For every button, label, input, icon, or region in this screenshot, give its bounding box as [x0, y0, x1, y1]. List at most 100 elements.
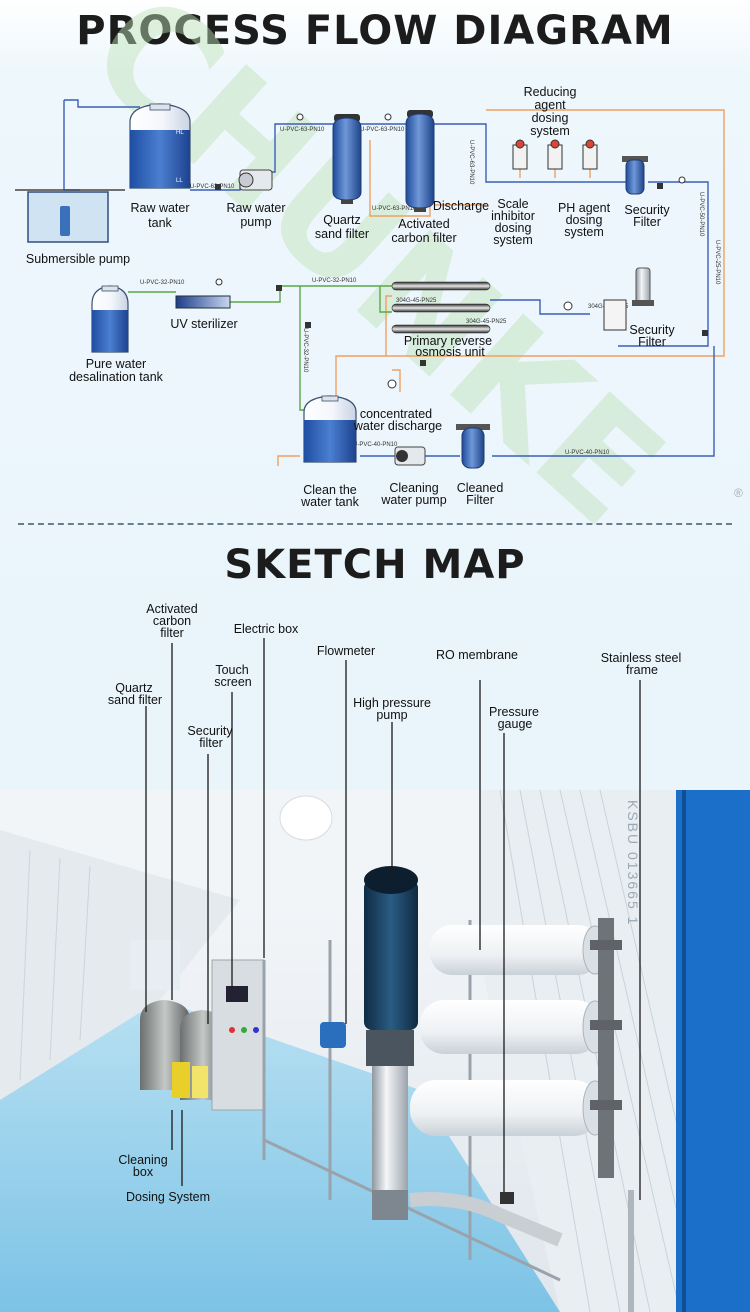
callout-carbon-2: carbon [153, 614, 191, 628]
callout-frame-1: Stainless steel [601, 651, 682, 665]
callout-carbon-1: Activated [146, 602, 197, 616]
label-scale-3: dosing [495, 221, 532, 235]
label-ro-1: Primary reverse [404, 334, 492, 348]
pipe-network [63, 99, 725, 466]
callout-security-1: Security [187, 724, 233, 738]
callout-flowmeter: Flowmeter [317, 644, 375, 658]
pipe-label: U-PVC-25-PN10 [714, 240, 720, 285]
label-security-bottom-1: Security [629, 323, 675, 337]
label-quartz-2: sand filter [315, 227, 369, 241]
callout-touch-1: Touch [215, 663, 248, 677]
label-reducing-1: Reducing [524, 85, 577, 99]
callout-lines [145, 638, 641, 1200]
label-ph-2: dosing [566, 213, 603, 227]
label-cleaning-pump-1: Cleaning [389, 481, 438, 495]
label-raw-water-tank-2: tank [148, 216, 172, 230]
raw-water-tank: HL LL [129, 103, 191, 189]
process-flow-title: PROCESS FLOW DIAGRAM [76, 8, 674, 54]
pipe-label: U-PVC-32-PN10 [302, 328, 308, 373]
submersible-pump [15, 189, 125, 243]
security-filter-top [622, 156, 648, 195]
callout-gauge-2: gauge [498, 717, 533, 731]
label-ph-1: PH agent [558, 201, 611, 215]
callout-frame-2: frame [626, 663, 658, 677]
callout-security-2: filter [199, 736, 223, 750]
label-pure-tank-1: Pure water [86, 357, 146, 371]
label-scale-1: Scale [497, 197, 528, 211]
callout-gauge-1: Pressure [489, 705, 539, 719]
cleaned-filter [456, 424, 490, 469]
callout-pump-2: pump [376, 708, 407, 722]
activated-carbon-filter [405, 110, 435, 212]
callout-pump-1: High pressure [353, 696, 431, 710]
flow-gauge [387, 379, 397, 389]
callout-quartz-2: sand filter [108, 693, 162, 707]
pure-water-tank [91, 285, 129, 353]
pipe-label: U-PVC-50-PN10 [698, 192, 704, 237]
label-ro-2: osmosis unit [415, 345, 485, 359]
container-marking: KSBU 013665 1 [625, 800, 641, 926]
label-reducing-2: agent [534, 98, 566, 112]
dosing-systems [512, 139, 598, 170]
uv-sterilizer [175, 295, 231, 309]
callout-ro-membrane: RO membrane [436, 648, 518, 662]
label-carbon-2: carbon filter [391, 231, 456, 245]
label-submersible-pump: Submersible pump [26, 252, 130, 266]
label-raw-water-pump-1: Raw water [226, 201, 285, 215]
label-security-bottom-2: Filter [638, 335, 666, 349]
ro-membranes [391, 281, 491, 334]
label-clean-tank-1: Clean the [303, 483, 357, 497]
pipe-label: U-PVC-63-PN10 [360, 127, 405, 133]
label-scale-4: system [493, 233, 533, 247]
raw-water-pump [238, 169, 273, 191]
label-raw-water-tank-1: Raw water [130, 201, 189, 215]
label-raw-water-pump-2: pump [240, 215, 271, 229]
label-discharge: Discharge [433, 199, 489, 213]
section-divider [18, 523, 732, 525]
callout-electric-box: Electric box [234, 622, 299, 636]
label-quartz-1: Quartz [323, 213, 361, 227]
level-mark-ll: LL [176, 178, 183, 184]
sketch-callouts: Activated carbon filter Electric box Qua… [108, 602, 681, 1204]
pipe-labels: U-PVC-63-PN10 U-PVC-63-PN10 U-PVC-63-PN1… [140, 127, 720, 456]
registered-mark: ® [734, 486, 743, 500]
diagram-panel [0, 0, 750, 790]
pipe-label: U-PVC-63-PN10 [280, 127, 325, 133]
callout-cleaning-box-2: box [133, 1165, 154, 1179]
callout-cleaning-box-1: Cleaning [118, 1153, 167, 1167]
label-concentrated-2: water discharge [353, 419, 442, 433]
quartz-sand-filter [332, 114, 362, 204]
label-ph-3: system [564, 225, 604, 239]
diagram-labels: Submersible pump Raw water tank Raw wate… [26, 85, 675, 509]
pipe-label: U-PVC-63-PN10 [372, 206, 417, 212]
clean-water-tank [303, 395, 357, 463]
level-mark-hl: HL [176, 130, 184, 136]
label-security-top-2: Filter [633, 215, 661, 229]
pipe-label: U-PVC-63-PN10 [190, 184, 235, 190]
pipe-label: U-PVC-32-PN10 [312, 278, 357, 284]
security-filter-bottom [603, 267, 654, 331]
pipe-label: U-PVC-63-PN10 [468, 140, 474, 185]
label-cleaned-filter-1: Cleaned [457, 481, 504, 495]
label-reducing-3: dosing [532, 111, 569, 125]
callout-quartz-1: Quartz [115, 681, 153, 695]
pipe-label: U-PVC-40-PN10 [353, 442, 398, 448]
pipe-label: U-PVC-40-PN10 [565, 450, 610, 456]
label-cleaned-filter-2: Filter [466, 493, 494, 507]
sketch-map-title: SKETCH MAP [224, 542, 526, 588]
label-concentrated-1: concentrated [360, 407, 432, 421]
label-uv: UV sterilizer [170, 317, 237, 331]
label-scale-2: inhibitor [491, 209, 535, 223]
label-security-top-1: Security [624, 203, 670, 217]
pipe-label: 304G-45-PN25 [466, 319, 507, 325]
callout-dosing-system: Dosing System [126, 1190, 210, 1204]
label-clean-tank-2: water tank [300, 495, 359, 509]
container-photo: KSBU 013665 1 [0, 789, 750, 1312]
callout-carbon-3: filter [160, 626, 184, 640]
label-carbon-1: Activated [398, 217, 449, 231]
pipe-label: 304G-45-PN25 [396, 298, 437, 304]
valves [215, 113, 708, 366]
callout-touch-2: screen [214, 675, 252, 689]
